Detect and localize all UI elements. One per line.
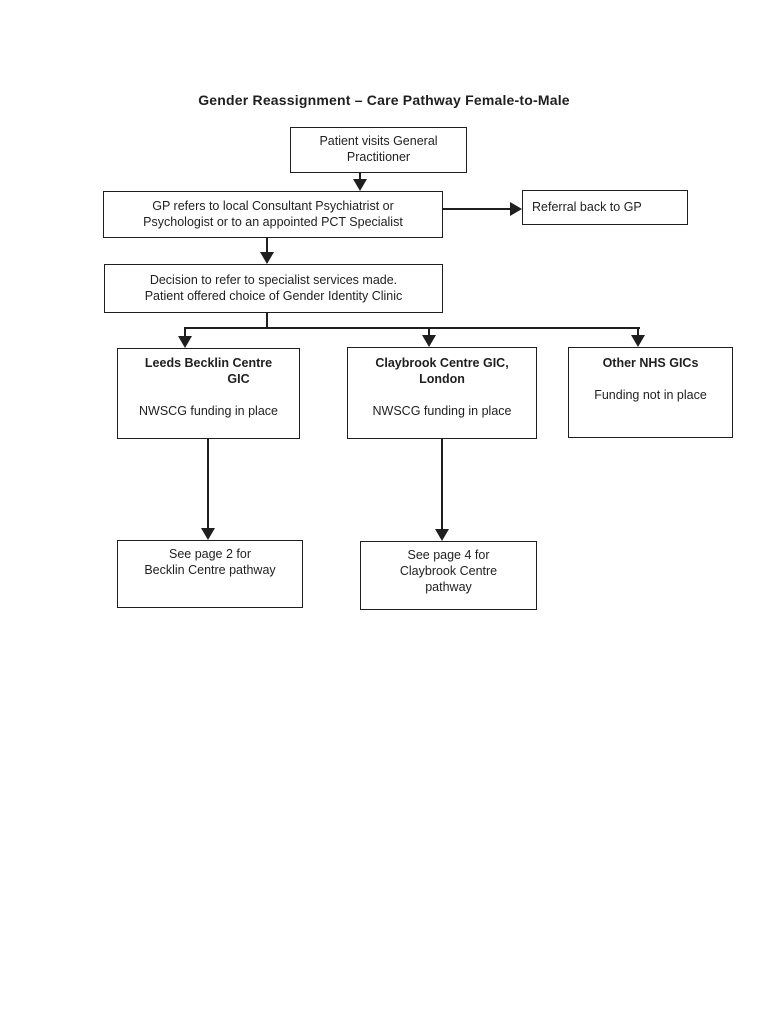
flow-node-claybrook-gic: Claybrook Centre GIC, London NWSCG fundi… [347, 347, 537, 439]
node-title-line: Claybrook Centre GIC, [375, 356, 509, 370]
node-text-line: Decision to refer to specialist services… [149, 273, 398, 287]
node-text-line: Practitioner [346, 150, 411, 164]
node-text-line: Patient offered choice of Gender Identit… [144, 289, 403, 303]
node-text-line: See page 2 for [168, 547, 251, 561]
node-title-line: GIC [227, 372, 250, 386]
connector-line-branch-to-claybrook [428, 327, 430, 336]
arrow-down-icon [201, 528, 215, 540]
flow-node-leeds-becklin-gic: Leeds Becklin Centre GIC NWSCG funding i… [117, 348, 300, 439]
page-title: Gender Reassignment – Care Pathway Femal… [198, 92, 570, 108]
connector-line-leeds-to-page2 [207, 439, 209, 529]
node-text-line: Referral back to GP [532, 200, 642, 214]
node-text-line: Becklin Centre pathway [144, 563, 276, 577]
flow-node-see-page-2: See page 2 for Becklin Centre pathway [117, 540, 303, 608]
node-body-text: Funding not in place [594, 388, 707, 402]
node-text-line: GP refers to local Consultant Psychiatri… [152, 199, 394, 213]
node-body-text: NWSCG funding in place [139, 404, 278, 418]
node-title-line: Leeds Becklin Centre [144, 356, 273, 370]
flow-node-gp-refers: GP refers to local Consultant Psychiatri… [103, 191, 443, 238]
node-text-line: Psychologist or to an appointed PCT Spec… [143, 215, 403, 229]
connector-line-decision-stem [266, 313, 268, 329]
node-text-line: pathway [425, 580, 472, 594]
flow-node-patient-visits-gp: Patient visits General Practitioner [290, 127, 467, 173]
node-text-line: Patient visits General [319, 134, 438, 148]
flow-node-decision-to-refer: Decision to refer to specialist services… [104, 264, 443, 313]
arrow-down-icon [178, 336, 192, 348]
connector-line-refer-to-referral-back [443, 208, 511, 210]
node-body-text: NWSCG funding in place [372, 404, 512, 418]
arrow-right-icon [510, 202, 522, 216]
flow-node-see-page-4: See page 4 for Claybrook Centre pathway [360, 541, 537, 610]
connector-line-visit-to-refer [359, 172, 361, 181]
arrow-down-icon [422, 335, 436, 347]
arrow-down-icon [260, 252, 274, 264]
connector-line-claybrook-to-page4 [441, 439, 443, 530]
arrow-down-icon [631, 335, 645, 347]
connector-line-refer-to-decision [266, 238, 268, 253]
arrow-down-icon [435, 529, 449, 541]
connector-line-branch [184, 327, 640, 329]
connector-line-branch-to-other [637, 327, 639, 336]
connector-line-branch-to-leeds [184, 327, 186, 337]
arrow-down-icon [353, 179, 367, 191]
flow-node-referral-back-to-gp: Referral back to GP [522, 190, 688, 225]
node-text-line: See page 4 for [407, 548, 490, 562]
node-title-line: London [419, 372, 465, 386]
node-text-line: Claybrook Centre [399, 564, 498, 578]
node-title-line: Other NHS GICs [602, 356, 699, 370]
flow-node-other-nhs-gics: Other NHS GICs Funding not in place [568, 347, 733, 438]
